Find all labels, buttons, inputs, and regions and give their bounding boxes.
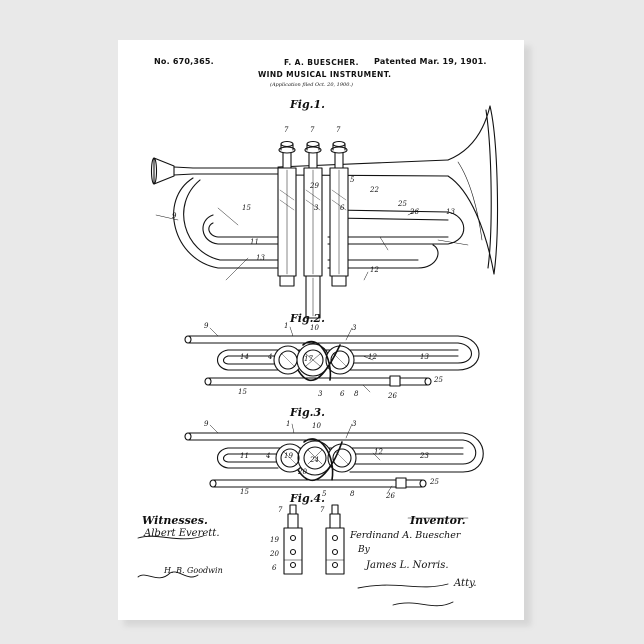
ref-numeral: 20 — [298, 468, 307, 476]
ref-numeral: 7 — [336, 126, 340, 134]
ref-numeral: 7 — [320, 506, 324, 514]
atty-label: Atty. — [454, 578, 477, 589]
ref-numeral: 13 — [256, 254, 265, 262]
witnesses-label: Witnesses. — [142, 514, 208, 527]
witness-signature-2: H. B. Goodwin — [164, 566, 223, 575]
patent-poster: No. 670,365. F. A. BUESCHER. Patented Ma… — [118, 40, 524, 620]
ref-numeral: 8 — [350, 490, 354, 498]
fig4-label: Fig.4. — [290, 492, 325, 505]
inventor-signature: Ferdinand A. Buescher — [350, 530, 460, 541]
ref-numeral: 14 — [240, 353, 249, 361]
ref-numeral: 12 — [368, 353, 377, 361]
ref-numeral: 7 — [278, 506, 282, 514]
ref-numeral: 11 — [250, 238, 259, 246]
ref-numeral: 8 — [354, 390, 358, 398]
ref-numeral: 9 — [204, 420, 208, 428]
by-text: By — [358, 545, 370, 555]
ref-numeral: 25 — [434, 376, 443, 384]
ref-numeral: 22 — [370, 186, 379, 194]
ref-numeral: 29 — [310, 182, 319, 190]
ref-numeral: 15 — [242, 204, 251, 212]
patent-date: Patented Mar. 19, 1901. — [374, 57, 487, 66]
ref-numeral: 15 — [240, 488, 249, 496]
ref-numeral: 20 — [270, 550, 279, 558]
ref-numeral: 19 — [284, 452, 293, 460]
ref-numeral: 3 — [352, 420, 356, 428]
ref-numeral: 12 — [374, 448, 383, 456]
ref-numeral: 26 — [388, 392, 397, 400]
application-date: (Application filed Oct. 20, 1900.) — [270, 82, 353, 88]
ref-numeral: 6 — [340, 204, 344, 212]
ref-numeral: 19 — [270, 536, 279, 544]
attorney-signature: James L. Norris. — [366, 560, 449, 571]
ref-numeral: 5 — [322, 490, 326, 498]
ref-numeral: 4 — [266, 452, 270, 460]
ref-numeral: 15 — [238, 388, 247, 396]
fig1-label: Fig.1. — [290, 98, 325, 111]
ref-numeral: 25 — [398, 200, 407, 208]
ref-numeral: 6 — [340, 390, 344, 398]
witness-signature-1: Albert Everett. — [144, 528, 220, 539]
ref-numeral: 13 — [420, 353, 429, 361]
ref-numeral: 23 — [420, 452, 429, 460]
patent-number: No. 670,365. — [154, 57, 214, 66]
ref-numeral: 24 — [310, 456, 319, 464]
inventor-label: Inventor. — [410, 514, 466, 527]
ref-numeral: 9 — [172, 212, 176, 220]
inventor-header: F. A. BUESCHER. — [284, 58, 359, 67]
patent-title: WIND MUSICAL INSTRUMENT. — [258, 70, 391, 79]
ref-numeral: 1 — [284, 322, 288, 330]
ref-numeral: 12 — [370, 266, 379, 274]
fig2-label: Fig.2. — [290, 312, 325, 325]
ref-numeral: 6 — [272, 564, 276, 572]
ref-numeral: 10 — [312, 422, 321, 430]
ref-numeral: 25 — [430, 478, 439, 486]
ref-numeral: 3 — [318, 390, 322, 398]
ref-numeral: 3 — [314, 204, 318, 212]
fig3-label: Fig.3. — [290, 406, 325, 419]
fig4-valve-detail — [284, 505, 344, 574]
ref-numeral: 13 — [446, 208, 455, 216]
ref-numeral: 5 — [350, 176, 354, 184]
ref-numeral: 11 — [240, 452, 249, 460]
ref-numeral: 7 — [310, 126, 314, 134]
ref-numeral: 17 — [304, 355, 313, 363]
ref-numeral: 1 — [286, 420, 290, 428]
ref-numeral: 3 — [352, 324, 356, 332]
ref-numeral: 26 — [410, 208, 419, 216]
ref-numeral: 26 — [386, 492, 395, 500]
ref-numeral: 4 — [268, 353, 272, 361]
ref-numeral: 9 — [204, 322, 208, 330]
ref-numeral: 10 — [310, 324, 319, 332]
ref-numeral: 7 — [284, 126, 288, 134]
